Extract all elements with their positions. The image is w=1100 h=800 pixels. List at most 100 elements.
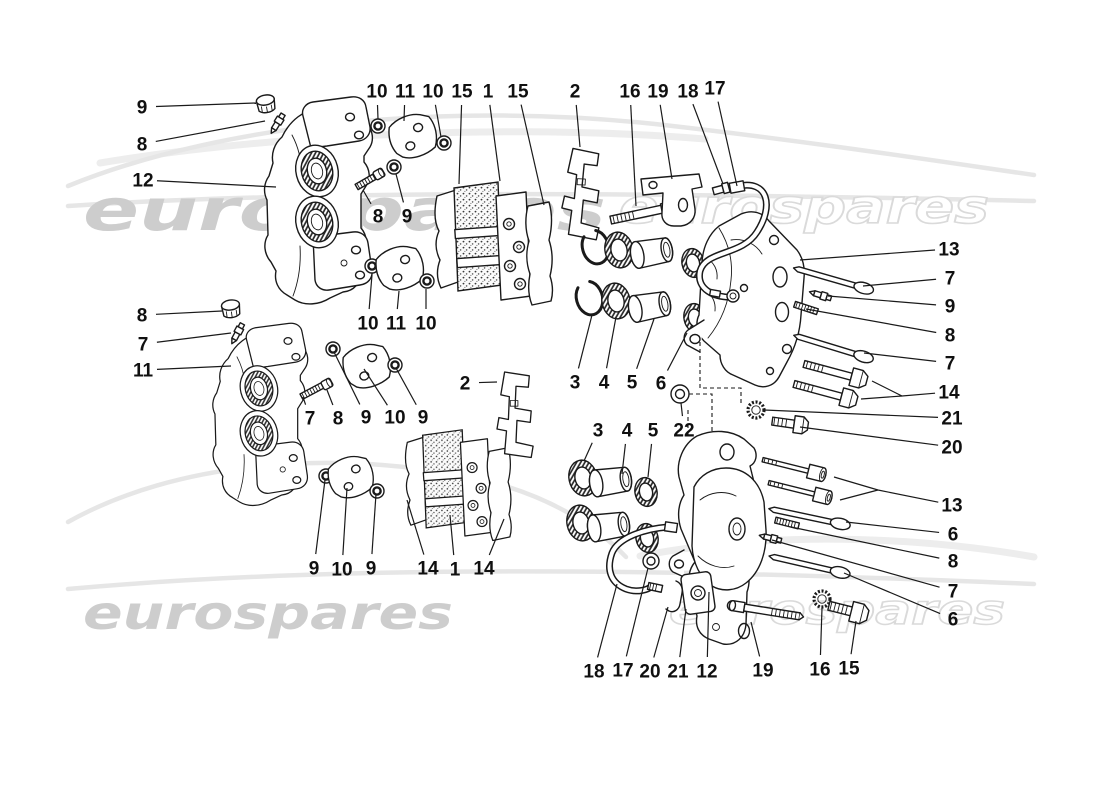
callout-8: 8	[362, 189, 383, 228]
callout-11: 11	[386, 290, 406, 335]
callout-10: 10	[366, 82, 388, 120]
part-number-label: 13	[938, 240, 959, 261]
callout-10: 10	[357, 274, 379, 335]
callout-13: 13	[799, 240, 960, 261]
hex-bolt-20	[771, 415, 810, 435]
callout-12: 12	[696, 591, 718, 683]
brake-pads-lower	[404, 429, 512, 542]
callout-14: 14	[860, 380, 960, 404]
diagram-layer	[213, 92, 876, 645]
lock-washer-21	[746, 400, 766, 420]
part-number-label: 7	[305, 409, 316, 430]
callout-15: 15	[838, 620, 860, 680]
callout-9: 9	[137, 98, 257, 119]
part-number-label: 15	[838, 659, 860, 680]
callout-22: 22	[673, 402, 695, 442]
part-number-label: 10	[422, 82, 443, 103]
callout-7: 7	[863, 352, 956, 375]
part-number-label: 21	[941, 409, 963, 430]
part-number-label: 22	[673, 421, 694, 442]
callout-7: 7	[138, 332, 232, 356]
callout-18: 18	[583, 583, 618, 683]
hose-bracket-upper	[609, 173, 703, 227]
callout-16: 16	[619, 82, 641, 207]
part-number-label: 3	[593, 421, 604, 442]
callout-9: 9	[827, 295, 956, 318]
callout-10: 10	[331, 487, 353, 581]
part-number-label: 21	[667, 662, 689, 683]
callout-19: 19	[750, 621, 774, 682]
part-number-label: 13	[941, 496, 962, 517]
callout-16: 16	[809, 607, 831, 681]
mounting-bracket-12	[680, 571, 716, 615]
fastener-group-lower-right	[726, 452, 870, 625]
callout-20: 20	[639, 606, 669, 683]
callout-2: 2	[460, 374, 498, 395]
caliper-rear-upper	[683, 211, 805, 388]
part-number-label: 15	[507, 82, 529, 103]
callout-19: 19	[647, 82, 673, 180]
callout-18: 18	[677, 82, 724, 185]
part-number-label: 7	[138, 335, 149, 356]
part-number-label: 2	[570, 82, 581, 103]
part-number-label: 9	[137, 98, 148, 119]
part-number-label: 6	[656, 374, 667, 395]
part-number-label: 11	[395, 82, 416, 103]
part-number-label: 14	[473, 559, 495, 580]
watermark-text-bottom-left: eurospares	[83, 586, 453, 640]
callout-12: 12	[132, 171, 277, 192]
caliper-front-lower-left	[213, 298, 308, 506]
part-number-label: 1	[483, 82, 494, 103]
part-number-label: 9	[945, 297, 956, 318]
callout-15: 15	[451, 82, 473, 185]
part-number-label: 8	[137, 135, 148, 156]
part-number-label: 9	[366, 559, 377, 580]
part-number-label: 9	[361, 408, 372, 429]
callout-2: 2	[570, 82, 581, 148]
part-number-label: 4	[622, 421, 633, 442]
bleed-cap	[254, 92, 278, 115]
part-number-label: 9	[309, 559, 320, 580]
gasket-washer-17	[646, 556, 656, 566]
part-number-label: 8	[948, 552, 959, 573]
pad-retainer-clip-lower	[496, 371, 534, 459]
callout-8: 8	[326, 389, 343, 430]
part-number-label: 7	[945, 354, 956, 375]
part-number-label: 6	[948, 610, 959, 631]
callout-10: 10	[422, 82, 444, 138]
part-number-label: 12	[696, 662, 717, 683]
part-number-label: 4	[599, 373, 610, 394]
callout-10: 10	[363, 368, 406, 429]
hose-fitting	[646, 581, 664, 593]
part-number-label: 20	[941, 438, 962, 459]
part-number-label: 6	[948, 525, 959, 546]
part-number-label: 10	[331, 560, 352, 581]
callout-3: 3	[583, 421, 604, 462]
part-number-label: 15	[451, 82, 473, 103]
socket-bolt-13	[760, 452, 829, 483]
part-number-label: 19	[647, 82, 668, 103]
callout-14: 14	[406, 499, 439, 580]
callout-11: 11	[395, 82, 416, 122]
guide-pin	[791, 329, 876, 366]
callout-8: 8	[790, 526, 959, 573]
callout-1: 1	[449, 514, 461, 581]
callout-20: 20	[799, 426, 963, 459]
callout-6: 6	[843, 572, 959, 631]
callout-7: 7	[302, 396, 316, 430]
part-number-label: 1	[450, 560, 461, 581]
hex-bolt-15	[827, 600, 870, 625]
callout-1: 1	[483, 82, 501, 182]
part-number-label: 11	[133, 361, 154, 382]
callout-15: 15	[507, 82, 545, 206]
callout-4: 4	[621, 421, 633, 475]
stud-19	[726, 600, 805, 621]
part-number-label: 20	[639, 662, 660, 683]
callout-17: 17	[704, 79, 738, 187]
part-number-label: 19	[752, 661, 773, 682]
part-number-label: 8	[137, 306, 148, 327]
fastener-group-upper-right	[689, 261, 876, 440]
callout-9: 9	[395, 367, 428, 429]
